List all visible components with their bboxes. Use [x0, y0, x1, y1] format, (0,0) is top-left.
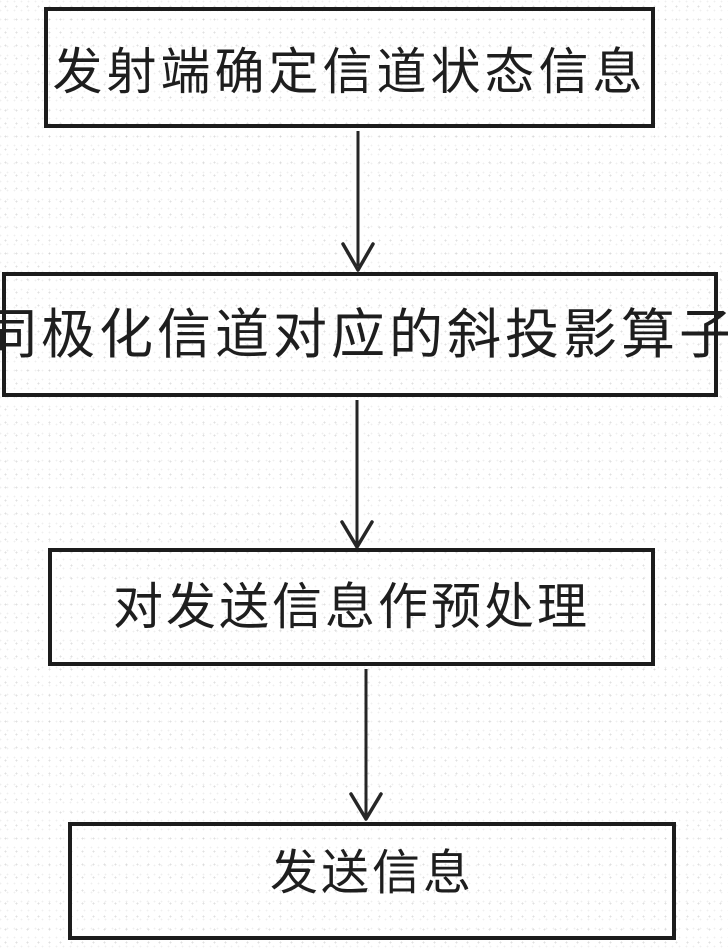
down-arrow-2 [340, 400, 374, 549]
flow-node-determine-csi-label: 发射端确定信道状态信息 [52, 43, 647, 100]
down-arrow-3 [349, 669, 383, 821]
flow-node-preprocess-info: 对发送信息作预处理 [48, 548, 655, 666]
flow-node-oblique-projection-operator-label: 同极化信道对应的斜投影算子 [0, 304, 728, 365]
flow-node-oblique-projection-operator: 同极化信道对应的斜投影算子 [0, 272, 728, 397]
flow-node-send-info-label: 发送信息 [269, 847, 474, 900]
flow-node-determine-csi: 发射端确定信道状态信息 [44, 7, 655, 128]
flow-node-send-info: 发送信息 [68, 822, 676, 940]
flow-node-preprocess-info-label: 对发送信息作预处理 [113, 579, 590, 635]
down-arrow-1 [341, 131, 375, 272]
